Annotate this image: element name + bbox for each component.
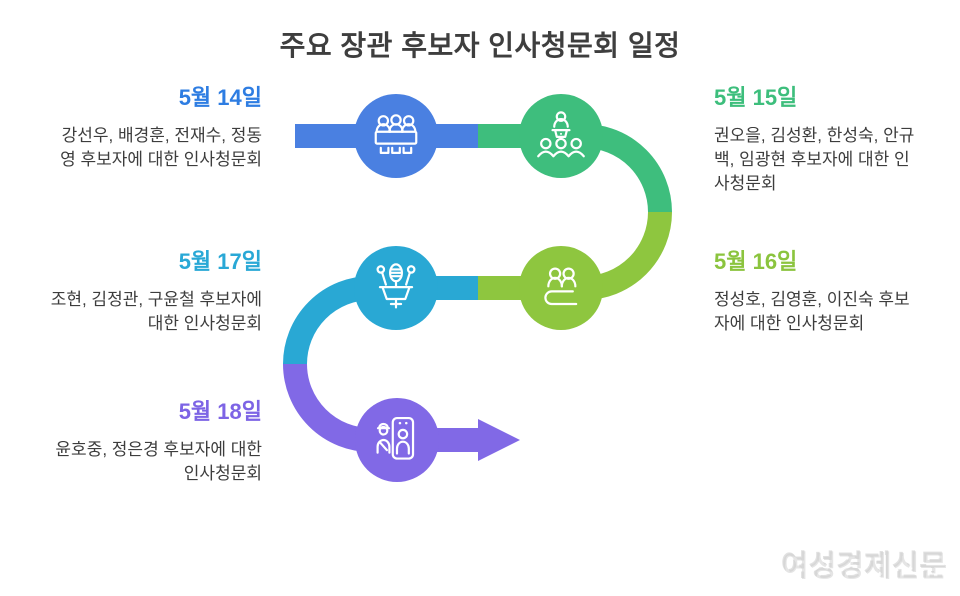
event-date: 5월 14일 xyxy=(178,85,262,110)
node-may15 xyxy=(519,94,603,178)
event-may17: 5월 17일 조현, 김정관, 구윤철 후보자에 대한 인사청문회 xyxy=(46,244,262,336)
event-may16: 5월 16일 정성호, 김영훈, 이진숙 후보자에 대한 인사청문회 xyxy=(714,244,920,336)
page-title: 주요 장관 후보자 인사청문회 일정 xyxy=(279,30,681,61)
event-description: 정성호, 김영훈, 이진숙 후보자에 대한 인사청문회 xyxy=(714,290,910,333)
speaker-audience-icon xyxy=(537,111,585,158)
node-may16 xyxy=(519,246,603,330)
event-may15: 5월 15일 권오을, 김성환, 한성숙, 안규백, 임광현 후보자에 대한 인… xyxy=(714,80,920,196)
committee-panel-icon xyxy=(374,114,418,154)
event-may14: 5월 14일 강선우, 배경훈, 전재수, 정동영 후보자에 대한 인사청문회 xyxy=(46,80,262,172)
arrow-head-icon xyxy=(478,419,520,461)
node-may14 xyxy=(354,94,438,178)
event-description: 윤호중, 정은경 후보자에 대한 인사청문회 xyxy=(55,440,262,483)
event-may18: 5월 18일 윤호중, 정은경 후보자에 대한 인사청문회 xyxy=(46,394,262,486)
event-date: 5월 16일 xyxy=(714,249,798,274)
witnesses-desk-icon xyxy=(544,267,578,306)
microphones-podium-icon xyxy=(376,263,416,309)
node-may18 xyxy=(355,398,439,482)
publisher-watermark: 여성경제신문 xyxy=(781,551,948,583)
event-date: 5월 18일 xyxy=(178,399,262,424)
security-gate-icon xyxy=(376,416,415,460)
event-description: 권오을, 김성환, 한성숙, 안규백, 임광현 후보자에 대한 인사청문회 xyxy=(714,126,915,193)
node-may17 xyxy=(354,246,438,330)
event-description: 강선우, 배경훈, 전재수, 정동영 후보자에 대한 인사청문회 xyxy=(60,126,262,169)
event-date: 5월 17일 xyxy=(178,249,262,274)
event-description: 조현, 김정관, 구윤철 후보자에 대한 인사청문회 xyxy=(50,290,262,333)
event-date: 5월 15일 xyxy=(714,85,798,110)
